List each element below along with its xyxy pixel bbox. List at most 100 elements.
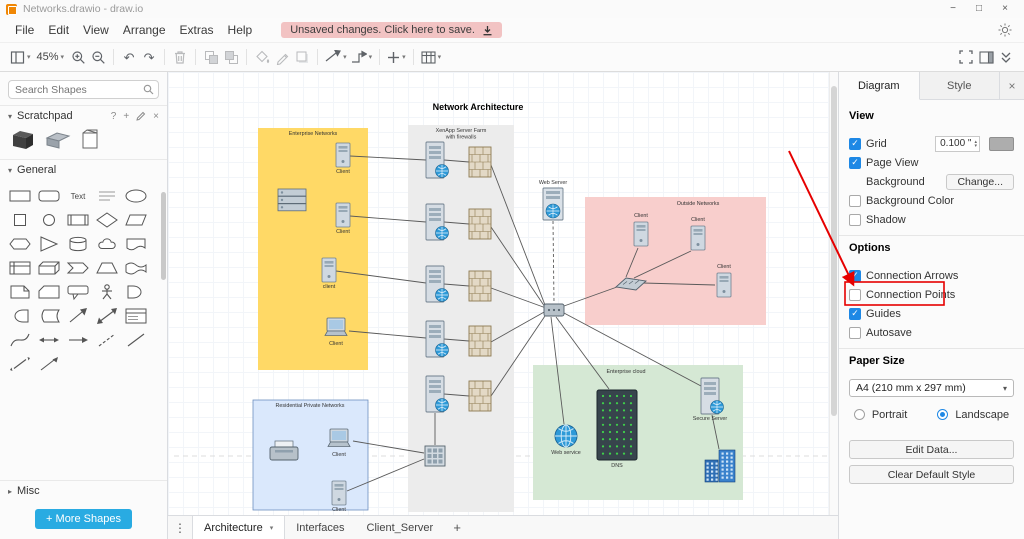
zoom-select[interactable]: 45%▾ xyxy=(33,46,69,68)
shape-bidirectional-connector[interactable] xyxy=(5,352,34,376)
menu-view[interactable]: View xyxy=(76,21,116,39)
shape-triangle[interactable] xyxy=(34,232,63,256)
shape-list[interactable] xyxy=(121,304,150,328)
menu-help[interactable]: Help xyxy=(221,21,260,39)
clear-default-style-button[interactable]: Clear Default Style xyxy=(849,465,1014,484)
add-icon[interactable]: + xyxy=(123,111,129,122)
shape-rectangle[interactable] xyxy=(5,184,34,208)
diagram-group-enterprise-networks[interactable] xyxy=(258,128,368,370)
maximize-button[interactable]: □ xyxy=(966,0,992,18)
shape-data-storage[interactable] xyxy=(34,304,63,328)
diagram-node-webserver[interactable] xyxy=(543,188,563,220)
to-front-icon[interactable] xyxy=(201,46,221,68)
more-shapes-button[interactable]: + More Shapes xyxy=(35,509,132,529)
diagram-node-firewall[interactable] xyxy=(469,381,491,411)
shape-curve[interactable] xyxy=(5,328,34,352)
menu-arrange[interactable]: Arrange xyxy=(116,21,173,39)
undo-icon[interactable]: ↶ xyxy=(119,46,139,68)
diagram-svg[interactable]: Enterprise NetworksXenApp Server Farmwit… xyxy=(174,72,834,515)
diagram-node-chip[interactable] xyxy=(425,446,445,466)
diagram-node-rack[interactable] xyxy=(278,189,306,211)
diagram-node-hub[interactable] xyxy=(544,304,564,316)
grid-checkbox[interactable]: ✓ xyxy=(849,138,861,150)
shape-actor[interactable] xyxy=(92,280,121,304)
autosave-checkbox[interactable]: ✓ xyxy=(849,327,861,339)
unsaved-changes-banner[interactable]: Unsaved changes. Click here to save. xyxy=(281,22,502,38)
shape-document[interactable] xyxy=(121,232,150,256)
scratchpad-shape[interactable] xyxy=(45,130,71,150)
menu-extras[interactable]: Extras xyxy=(173,21,221,39)
shape-ellipse[interactable] xyxy=(121,184,150,208)
guides-checkbox[interactable]: ✓ xyxy=(849,308,861,320)
tab-style[interactable]: Style xyxy=(920,72,1001,99)
shape-diamond[interactable] xyxy=(92,208,121,232)
shape-or[interactable] xyxy=(121,280,150,304)
shadow-checkbox[interactable]: ✓ xyxy=(849,214,861,226)
paper-size-select[interactable]: A4 (210 mm x 297 mm) ▾ xyxy=(849,379,1014,397)
page-view-checkbox[interactable]: ✓ xyxy=(849,157,861,169)
diagram-node-client[interactable] xyxy=(717,273,731,297)
redo-icon[interactable]: ↷ xyxy=(139,46,159,68)
shape-dashed-line[interactable] xyxy=(92,328,121,352)
line-color-icon[interactable] xyxy=(272,46,292,68)
shape-note[interactable] xyxy=(5,280,34,304)
general-section-header[interactable]: ▾ General xyxy=(0,159,167,180)
search-input[interactable] xyxy=(8,80,159,99)
shape-directional-connector[interactable] xyxy=(34,352,63,376)
close-format-panel-icon[interactable]: × xyxy=(1000,72,1024,99)
edit-data-button[interactable]: Edit Data... xyxy=(849,440,1014,459)
waypoints-style-button[interactable]: ▾ xyxy=(349,46,375,68)
shape-cloud[interactable] xyxy=(92,232,121,256)
shape-square[interactable] xyxy=(5,208,34,232)
diagram-node-firewall[interactable] xyxy=(469,271,491,301)
scratchpad-shape[interactable] xyxy=(10,129,36,151)
view-button[interactable]: ▾ xyxy=(8,46,33,68)
shape-trapezoid[interactable] xyxy=(92,256,121,280)
diagram-canvas[interactable]: Enterprise NetworksXenApp Server Farmwit… xyxy=(168,72,838,515)
pages-menu-icon[interactable]: ⋮ xyxy=(168,516,192,539)
diagram-node-dnsrack[interactable] xyxy=(597,390,637,460)
fullscreen-icon[interactable] xyxy=(956,46,976,68)
format-panel-icon[interactable] xyxy=(976,46,996,68)
diagram-node-firewall[interactable] xyxy=(469,209,491,239)
shape-arrow-up-right[interactable] xyxy=(63,304,92,328)
tab-diagram[interactable]: Diagram xyxy=(839,72,920,100)
table-button[interactable]: ▾ xyxy=(419,46,444,68)
canvas-scrollbar-thumb[interactable] xyxy=(831,86,837,416)
to-back-icon[interactable] xyxy=(221,46,241,68)
diagram-node-globe[interactable] xyxy=(555,425,577,447)
shape-and[interactable] xyxy=(5,304,34,328)
change-background-button[interactable]: Change... xyxy=(946,174,1014,190)
grid-color-button[interactable] xyxy=(989,137,1014,151)
shape-rounded-rectangle[interactable] xyxy=(34,184,63,208)
canvas-scrollbar[interactable] xyxy=(829,72,838,515)
menu-file[interactable]: File xyxy=(8,21,41,39)
add-page-button[interactable]: + xyxy=(444,516,470,539)
shape-cube[interactable] xyxy=(34,256,63,280)
diagram-node-client[interactable] xyxy=(691,226,705,250)
connection-arrows-checkbox[interactable]: ✓ xyxy=(849,270,861,282)
edit-pencil-icon[interactable] xyxy=(136,111,146,121)
sidebar-scrollbar[interactable] xyxy=(161,192,166,280)
page-tab-architecture[interactable]: Architecture ▾ xyxy=(192,516,285,539)
close-scratchpad-icon[interactable]: × xyxy=(153,111,159,122)
shape-callout[interactable] xyxy=(63,280,92,304)
diagram-node-client[interactable] xyxy=(332,481,346,505)
scratchpad-header[interactable]: ▾ Scratchpad ? + × xyxy=(0,105,167,126)
minimize-button[interactable]: − xyxy=(940,0,966,18)
shape-tape[interactable] xyxy=(121,256,150,280)
fill-color-icon[interactable] xyxy=(252,46,272,68)
shape-internal-storage[interactable] xyxy=(5,256,34,280)
zoom-in-icon[interactable] xyxy=(68,46,88,68)
close-button[interactable]: × xyxy=(992,0,1018,18)
diagram-node-laptop[interactable] xyxy=(325,318,347,336)
diagram-group-outside-networks[interactable] xyxy=(585,197,766,325)
shape-bidirectional-arrow[interactable] xyxy=(34,328,63,352)
background-color-checkbox[interactable]: ✓ xyxy=(849,195,861,207)
shape-textbox[interactable] xyxy=(92,184,121,208)
scratchpad-shape[interactable] xyxy=(80,129,100,151)
shape-card[interactable] xyxy=(34,280,63,304)
shape-double-arrow[interactable] xyxy=(92,304,121,328)
diagram-node-client[interactable] xyxy=(336,203,350,227)
shape-hexagon[interactable] xyxy=(5,232,34,256)
